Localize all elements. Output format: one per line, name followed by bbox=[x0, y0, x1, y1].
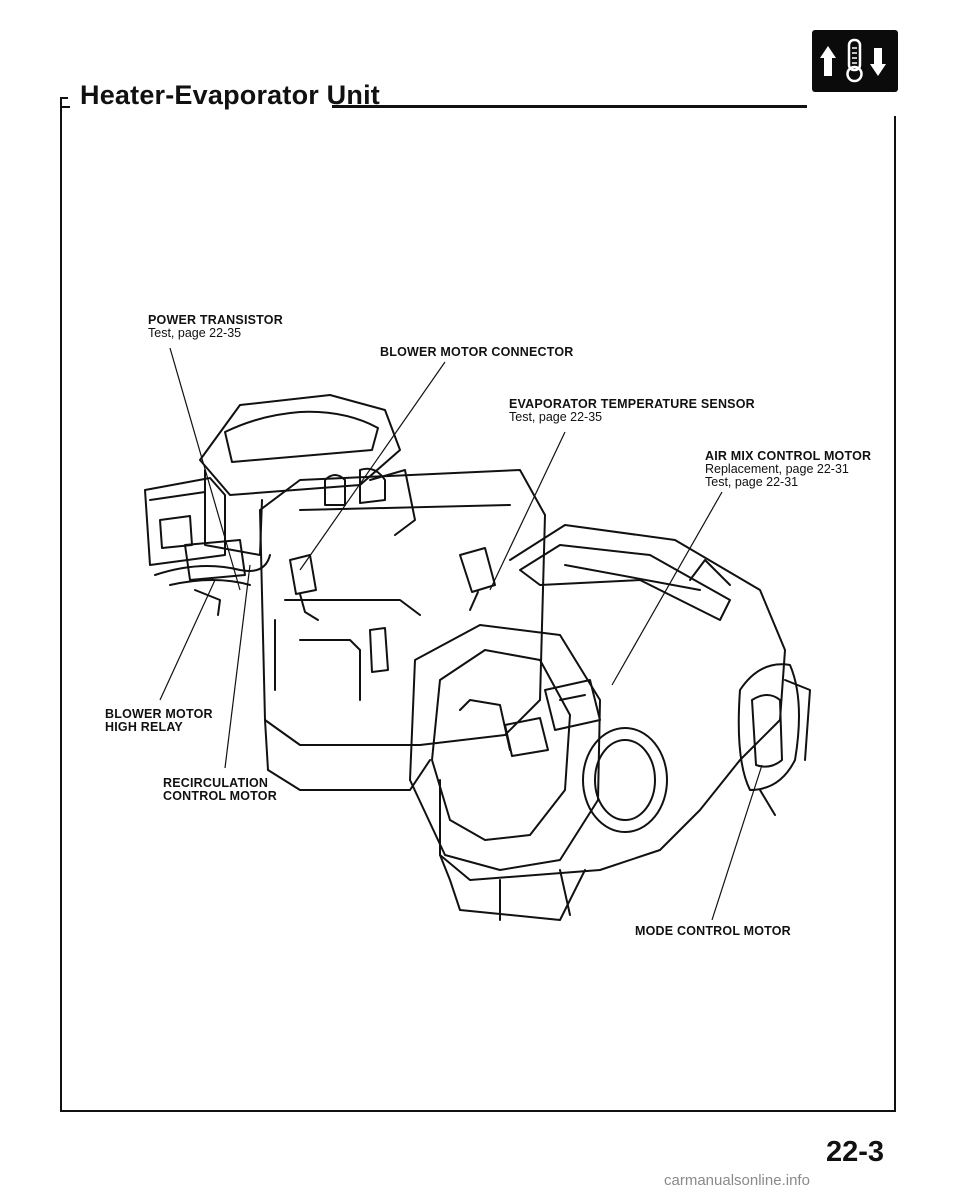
callout-recirculation-control-motor: RECIRCULATION CONTROL MOTOR bbox=[163, 777, 277, 803]
callout-label: BLOWER MOTOR bbox=[105, 707, 213, 721]
icon-gap bbox=[807, 96, 900, 116]
watermark: carmanualsonline.info bbox=[664, 1172, 810, 1189]
callout-air-mix-control-motor: AIR MIX CONTROL MOTOR Replacement, page … bbox=[705, 450, 871, 489]
heater-ac-thermometer-icon bbox=[812, 30, 898, 92]
callout-reference: Test, page 22-35 bbox=[509, 410, 603, 424]
frame-left-tick bbox=[60, 97, 62, 109]
callout-label: HIGH RELAY bbox=[105, 720, 183, 734]
callout-reference: Test, page 22-31 bbox=[705, 475, 799, 489]
callout-power-transistor: POWER TRANSISTOR Test, page 22-35 bbox=[148, 314, 283, 340]
callout-label: AIR MIX CONTROL MOTOR bbox=[705, 449, 872, 463]
title-gap bbox=[70, 96, 332, 116]
page-title: Heater-Evaporator Unit bbox=[80, 80, 380, 110]
frame-left-tick-h bbox=[60, 97, 68, 99]
callout-blower-motor-high-relay: BLOWER MOTOR HIGH RELAY bbox=[105, 708, 213, 734]
callout-label: POWER TRANSISTOR bbox=[148, 313, 283, 327]
callout-label: BLOWER MOTOR CONNECTOR bbox=[380, 345, 574, 359]
callout-reference: Test, page 22-35 bbox=[148, 326, 242, 340]
callout-reference: Replacement, page 22-31 bbox=[705, 462, 849, 476]
callout-label: MODE CONTROL MOTOR bbox=[635, 924, 791, 938]
page-number: 22-3 bbox=[826, 1136, 885, 1168]
callout-label: CONTROL MOTOR bbox=[163, 789, 277, 803]
content-frame bbox=[60, 106, 896, 1112]
callout-label: RECIRCULATION bbox=[163, 776, 269, 790]
frame-title-rule bbox=[332, 105, 807, 107]
callout-blower-motor-connector: BLOWER MOTOR CONNECTOR bbox=[380, 346, 574, 359]
callout-label: EVAPORATOR TEMPERATURE SENSOR bbox=[509, 397, 755, 411]
callout-evaporator-temperature-sensor: EVAPORATOR TEMPERATURE SENSOR Test, page… bbox=[509, 398, 755, 424]
callout-mode-control-motor: MODE CONTROL MOTOR bbox=[635, 925, 791, 938]
